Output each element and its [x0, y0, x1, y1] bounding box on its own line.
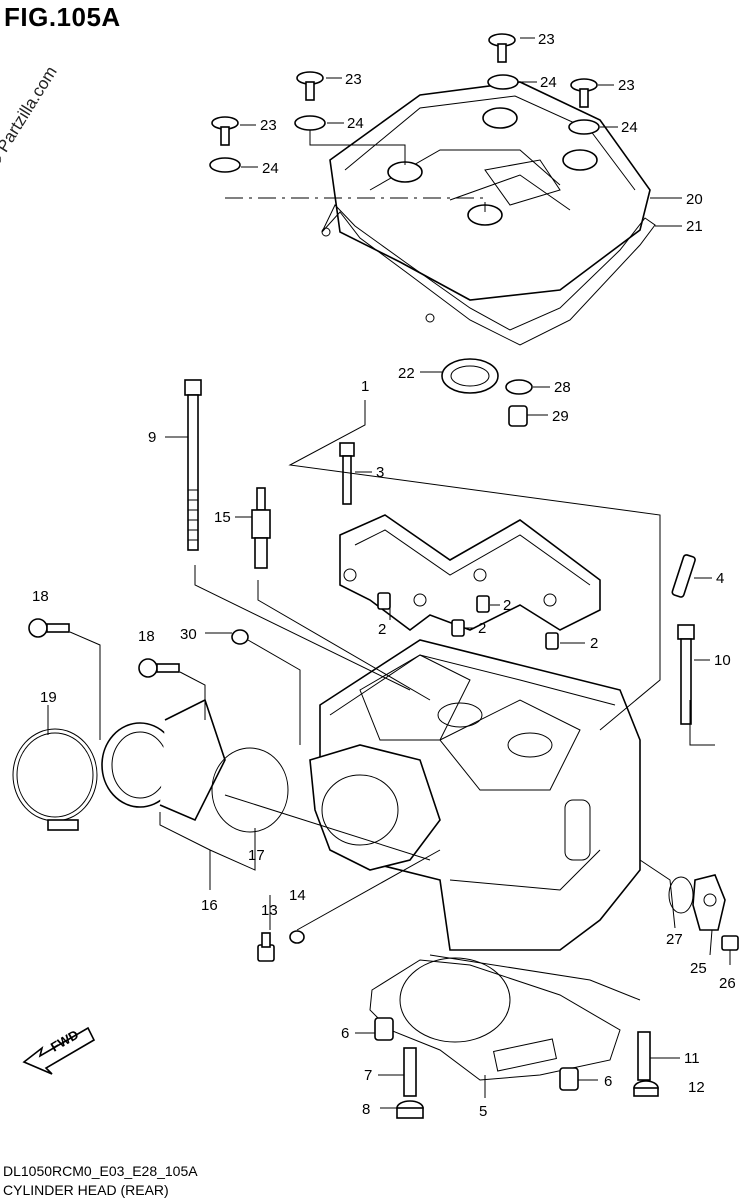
callout-1: 1	[361, 378, 369, 395]
figure-code: DL1050RCM0_E03_E28_105A	[3, 1163, 198, 1179]
screw-18b[interactable]	[138, 658, 180, 678]
dowel-29[interactable]	[508, 405, 528, 427]
screw-18a[interactable]	[28, 618, 70, 638]
callout-2a: 2	[378, 621, 386, 638]
spark-plug-15[interactable]	[251, 487, 271, 569]
clamp-19[interactable]	[12, 728, 98, 831]
callout-24a: 24	[540, 74, 557, 91]
callout-5: 5	[479, 1103, 487, 1120]
washer-24b[interactable]	[294, 115, 326, 131]
callout-21: 21	[686, 218, 703, 235]
bolt-26[interactable]	[721, 935, 739, 951]
bolt-3[interactable]	[339, 442, 355, 505]
cover-bolt-23d[interactable]	[211, 116, 239, 146]
callout-23a: 23	[538, 31, 555, 48]
callout-23b: 23	[345, 71, 362, 88]
head-bolt-9[interactable]	[184, 379, 202, 551]
washer-14[interactable]	[289, 930, 305, 944]
camshaft-holder-set[interactable]	[339, 514, 601, 631]
callout-16: 16	[201, 897, 218, 914]
intake-pipe-16[interactable]	[101, 698, 226, 822]
callout-3: 3	[376, 464, 384, 481]
callout-24d: 24	[262, 160, 279, 177]
bolt-13[interactable]	[257, 932, 275, 962]
washer-24c[interactable]	[568, 119, 600, 135]
callout-27: 27	[666, 931, 683, 948]
nut-12[interactable]	[633, 1080, 659, 1097]
stud-bolt-4[interactable]	[671, 554, 696, 598]
nut-8[interactable]	[396, 1100, 424, 1119]
callout-6b: 6	[604, 1073, 612, 1090]
dowel-2d[interactable]	[545, 632, 559, 650]
callout-12: 12	[688, 1079, 705, 1096]
o-ring-28[interactable]	[505, 379, 533, 395]
callout-18b: 18	[138, 628, 155, 645]
leader-lines	[47, 37, 731, 1109]
callout-24b: 24	[347, 115, 364, 132]
callout-23d: 23	[260, 117, 277, 134]
callout-2b: 2	[503, 597, 511, 614]
callout-4: 4	[716, 570, 724, 587]
washer-24d[interactable]	[209, 157, 241, 173]
dowel-2a[interactable]	[377, 592, 391, 610]
callout-2d: 2	[590, 635, 598, 652]
callout-11: 11	[684, 1050, 700, 1067]
callout-26: 26	[719, 975, 736, 992]
callout-17: 17	[248, 847, 265, 864]
water-outlet-25[interactable]	[692, 874, 726, 931]
stud-11[interactable]	[637, 1031, 651, 1081]
dowel-2c[interactable]	[451, 619, 465, 637]
dowel-6b[interactable]	[559, 1067, 579, 1091]
callout-15: 15	[214, 509, 231, 526]
callout-8: 8	[362, 1101, 370, 1118]
callout-28: 28	[554, 379, 571, 396]
cover-bolt-23c[interactable]	[570, 78, 598, 108]
callout-18a: 18	[32, 588, 49, 605]
washer-30[interactable]	[231, 629, 249, 645]
cover-bolt-23b[interactable]	[296, 71, 324, 101]
callout-7: 7	[364, 1067, 372, 1084]
fwd-arrow-icon: FWD	[22, 1027, 96, 1075]
callout-23c: 23	[618, 77, 635, 94]
figure-caption: CYLINDER HEAD (REAR)	[3, 1182, 169, 1198]
callout-24c: 24	[621, 119, 638, 136]
callout-14: 14	[289, 887, 306, 904]
figure-title: FIG.105A	[4, 2, 121, 32]
cover-gasket[interactable]	[321, 204, 656, 346]
callout-20: 20	[686, 191, 703, 208]
callout-2c: 2	[478, 620, 486, 637]
dowel-2b[interactable]	[476, 595, 490, 613]
callout-9: 9	[148, 429, 156, 446]
callout-29: 29	[552, 408, 569, 425]
cylinder-head-cover[interactable]	[329, 81, 651, 301]
stud-7[interactable]	[403, 1047, 417, 1097]
callout-6a: 6	[341, 1025, 349, 1042]
callout-22: 22	[398, 365, 415, 382]
washer-24a[interactable]	[487, 74, 519, 90]
callout-10: 10	[714, 652, 731, 669]
callout-13: 13	[261, 902, 278, 919]
callout-25: 25	[690, 960, 707, 977]
callout-19: 19	[40, 689, 57, 706]
cover-bolt-23a[interactable]	[488, 33, 516, 63]
intake-port-flange[interactable]	[309, 744, 441, 871]
dowel-6a[interactable]	[374, 1017, 394, 1041]
callout-labels: 23 24 23 23 24 24 23 24 20 21 22 28 1 29…	[32, 31, 736, 1120]
callout-30: 30	[180, 626, 197, 643]
o-ring-17[interactable]	[211, 747, 289, 833]
bolt-10[interactable]	[677, 624, 695, 725]
seal-22[interactable]	[441, 358, 499, 394]
